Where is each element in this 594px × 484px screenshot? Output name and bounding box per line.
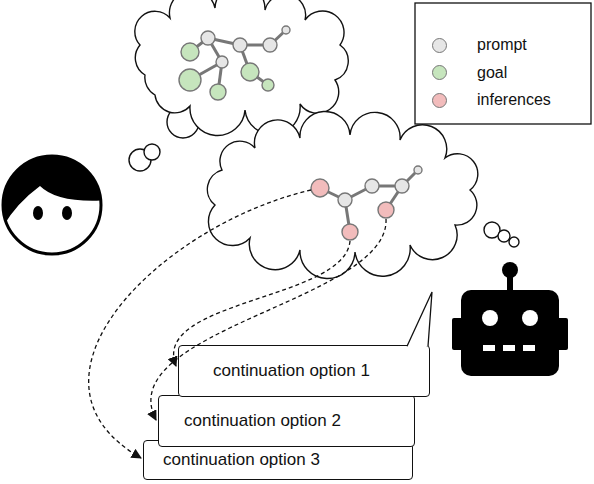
thought-bubble xyxy=(144,144,160,160)
legend-swatch xyxy=(432,38,447,53)
option-box: continuation option 1 xyxy=(178,345,430,397)
person-face xyxy=(0,186,110,270)
legend-entry: goal xyxy=(432,61,507,85)
person-eye xyxy=(62,206,72,220)
option-text: continuation option 1 xyxy=(213,361,370,381)
option-text: continuation option 2 xyxy=(184,411,341,431)
option-text: continuation option 3 xyxy=(163,450,320,470)
legend-entry: prompt xyxy=(432,33,527,57)
person-outline xyxy=(3,156,101,254)
legend-frame xyxy=(415,3,591,124)
speech-tail xyxy=(407,292,432,346)
legend-swatch xyxy=(432,65,447,80)
legend-label: prompt xyxy=(477,36,527,54)
graph-nodes xyxy=(179,26,290,100)
thought-bubbles xyxy=(484,222,519,247)
legend-label: inferences xyxy=(477,91,551,109)
graph-links xyxy=(320,170,418,232)
legend-label: goal xyxy=(477,64,507,82)
thought-bubbles xyxy=(129,106,199,171)
thought-cloud xyxy=(207,111,477,278)
legend-swatch xyxy=(432,93,447,108)
person-icon xyxy=(0,156,110,270)
option-box: continuation option 2 xyxy=(158,395,415,447)
graph-nodes xyxy=(311,166,422,240)
legend-entry: inferences xyxy=(432,88,551,112)
robot-icon xyxy=(452,262,568,376)
person-eye xyxy=(33,206,43,220)
graph-links xyxy=(190,30,286,92)
